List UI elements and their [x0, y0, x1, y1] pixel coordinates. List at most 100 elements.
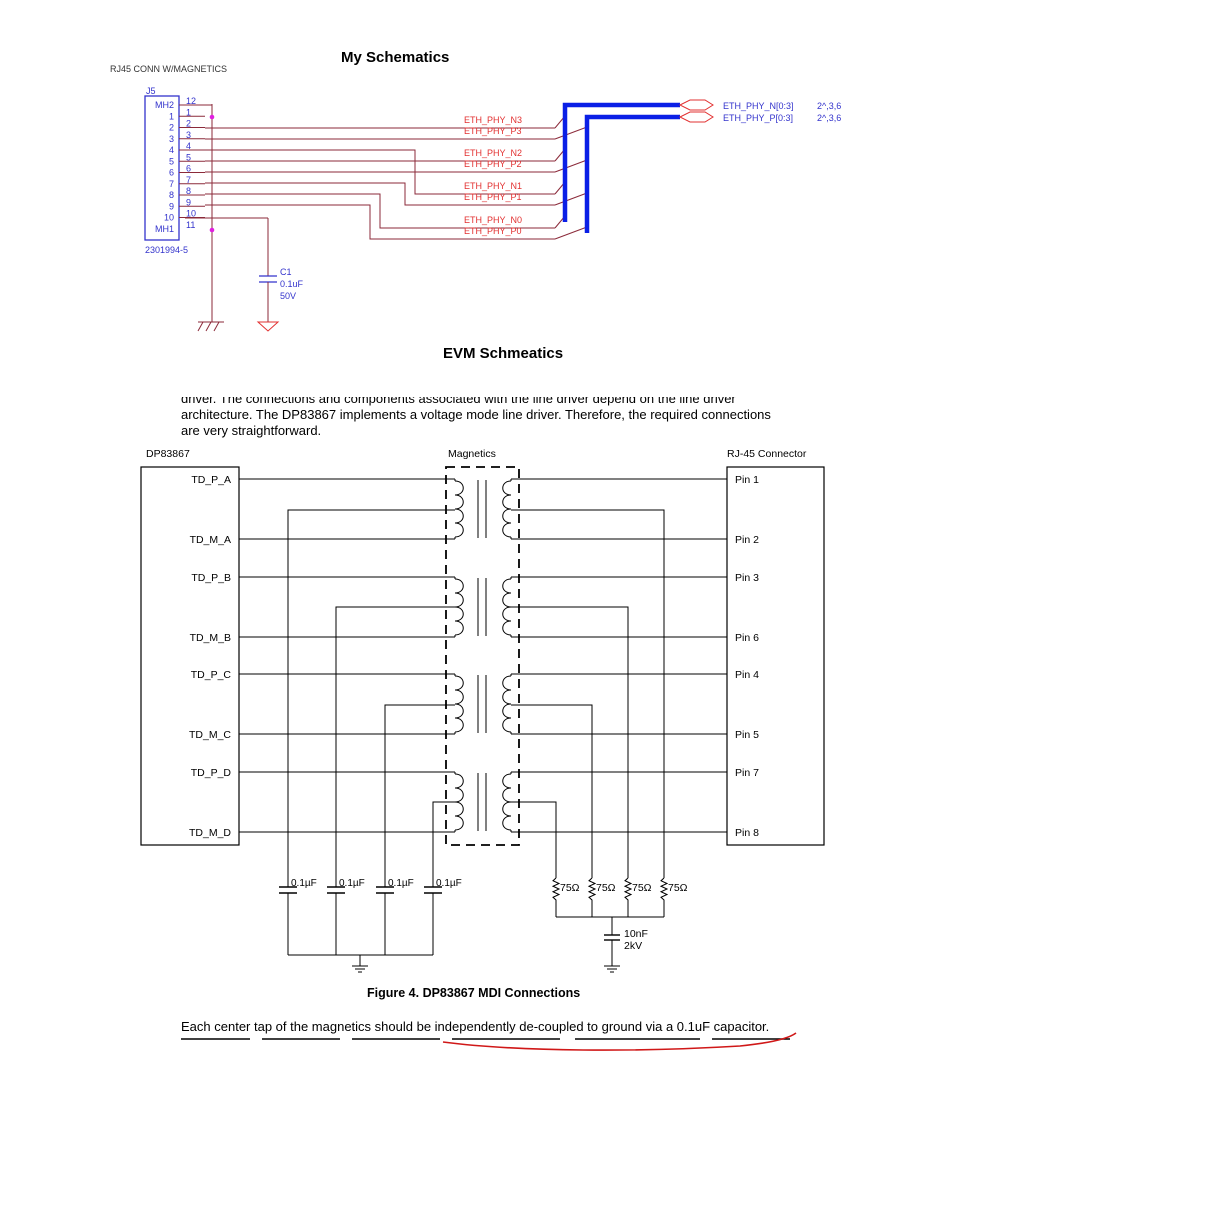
net-labels: ETH_PHY_N3ETH_PHY_P3ETH_PHY_N2ETH_PHY_P2… — [464, 115, 522, 236]
differential-wires — [205, 115, 588, 240]
left-pin-label: 10 — [164, 213, 174, 223]
center-tap-wire — [432, 801, 455, 878]
cap-value-label: 0.1µF — [291, 878, 317, 889]
bus-p — [584, 114, 680, 233]
chip-pin-label: TD_M_B — [190, 632, 231, 644]
chip-pin-label: TD_M_D — [189, 827, 231, 839]
evm-schematics: EVM Schmeatics driver. The connections a… — [140, 345, 825, 1051]
right-pin-label: 10 — [186, 209, 196, 219]
center-tap-wire — [511, 704, 593, 878]
left-pin-label: MH2 — [155, 100, 174, 110]
left-pin-label: MH1 — [155, 224, 174, 234]
right-pin-label: 9 — [186, 197, 191, 207]
dp83867-chip — [140, 466, 240, 846]
resistor-icon — [659, 877, 669, 917]
signal-lines — [239, 478, 727, 878]
left-pin-label: 7 — [169, 179, 174, 189]
annotation-underline — [442, 1032, 797, 1051]
chip-title: DP83867 — [146, 448, 190, 460]
secondary-coil-icon — [502, 773, 512, 831]
net-label: ETH_PHY_P2 — [464, 159, 522, 169]
connector-ref: J5 — [146, 86, 156, 96]
connector-pin-label: Pin 1 — [735, 474, 759, 486]
c1-voltage: 50V — [280, 291, 296, 301]
resistor-value-label: 75Ω — [668, 882, 688, 894]
secondary-coil-icon — [502, 578, 512, 636]
right-pin-label: 3 — [186, 130, 191, 140]
net-label: ETH_PHY_P3 — [464, 126, 522, 136]
bus-label-n: ETH_PHY_N[0:3] — [723, 101, 794, 111]
right-pin-label: 8 — [186, 186, 191, 196]
center-tap-wire — [287, 509, 455, 878]
chip-pin-label: TD_M_A — [190, 534, 231, 546]
right-pin-label: 7 — [186, 175, 191, 185]
center-tap-wire — [511, 801, 557, 878]
paragraph-line: architecture. The DP83867 implements a v… — [181, 407, 771, 422]
center-tap-wire — [384, 704, 455, 878]
right-pin-label: 2 — [186, 119, 191, 129]
connector-title: RJ-45 Connector — [727, 448, 807, 460]
resistor-icon — [587, 877, 597, 917]
ground-icon — [604, 965, 620, 973]
left-pin-label: 5 — [169, 156, 174, 166]
ground-icon — [352, 965, 368, 973]
net-label: ETH_PHY_N1 — [464, 181, 522, 191]
bus-entry — [554, 159, 588, 173]
center-tap-wire — [335, 606, 455, 878]
resistor-icon — [623, 877, 633, 917]
bus-port-icon — [678, 99, 714, 123]
bus-entry — [554, 126, 588, 140]
c1-ref: C1 — [280, 267, 292, 277]
left-pin-label: 4 — [169, 145, 174, 155]
cap-value-label: 0.1µF — [436, 878, 462, 889]
chip-pin-label: TD_P_B — [191, 572, 231, 584]
connector-pin-label: Pin 4 — [735, 669, 759, 681]
connector-pin-label: Pin 6 — [735, 632, 759, 644]
primary-coil-icon — [454, 773, 464, 831]
net-label: ETH_PHY_N3 — [464, 115, 522, 125]
hv-cap-voltage: 2kV — [624, 940, 642, 952]
connector-subtitle: RJ45 CONN W/MAGNETICS — [110, 64, 227, 74]
primary-coil-icon — [454, 675, 464, 733]
resistor-icon — [551, 877, 561, 917]
left-pin-label: 6 — [169, 168, 174, 178]
connector-pin-label: Pin 3 — [735, 572, 759, 584]
my-schematics: My Schematics RJ45 CONN W/MAGNETICS J5 2… — [110, 49, 841, 332]
connector-pin-label: Pin 8 — [735, 827, 759, 839]
resistor-value-label: 75Ω — [560, 882, 580, 894]
bus-label-p: ETH_PHY_P[0:3] — [723, 113, 793, 123]
signal-wire — [205, 149, 555, 195]
signal-wire — [205, 182, 555, 206]
bus-ref-n: 2^,3,6 — [817, 101, 841, 111]
clipped-line-mask — [181, 1036, 801, 1040]
c1-capacitor-icon — [259, 275, 277, 283]
bus-entry — [554, 192, 588, 206]
net-label: ETH_PHY_P1 — [464, 192, 522, 202]
net-label: ETH_PHY_P0 — [464, 226, 522, 236]
net-label: ETH_PHY_N0 — [464, 215, 522, 225]
evm-schematics-heading: EVM Schmeatics — [443, 345, 563, 362]
right-pin-label: 4 — [186, 141, 191, 151]
left-pin-label: 2 — [169, 123, 174, 133]
right-pin-label: 1 — [186, 107, 191, 117]
cap-value-label: 0.1µF — [388, 878, 414, 889]
signal-wire — [205, 204, 555, 240]
net-label: ETH_PHY_N2 — [464, 148, 522, 158]
center-tap-caps: 0.1µF 0.1µF 0.1µF 0.1µF — [279, 878, 462, 955]
chassis-ground-icon — [197, 321, 224, 332]
c1-value: 0.1uF — [280, 279, 304, 289]
hv-capacitor-icon — [604, 934, 620, 941]
left-pin-label: 1 — [169, 111, 174, 121]
right-pin-label: 6 — [186, 164, 191, 174]
connector-pin-label: Pin 7 — [735, 767, 759, 779]
cap-value-label: 0.1µF — [339, 878, 365, 889]
paragraph-line: driver. The connections and components a… — [181, 391, 736, 406]
secondary-coil-icon — [502, 480, 512, 538]
right-pin-label: 11 — [186, 220, 195, 230]
connector-part-number: 2301994-5 — [145, 245, 188, 255]
signal-wire — [205, 193, 555, 229]
left-pin-label: 3 — [169, 134, 174, 144]
